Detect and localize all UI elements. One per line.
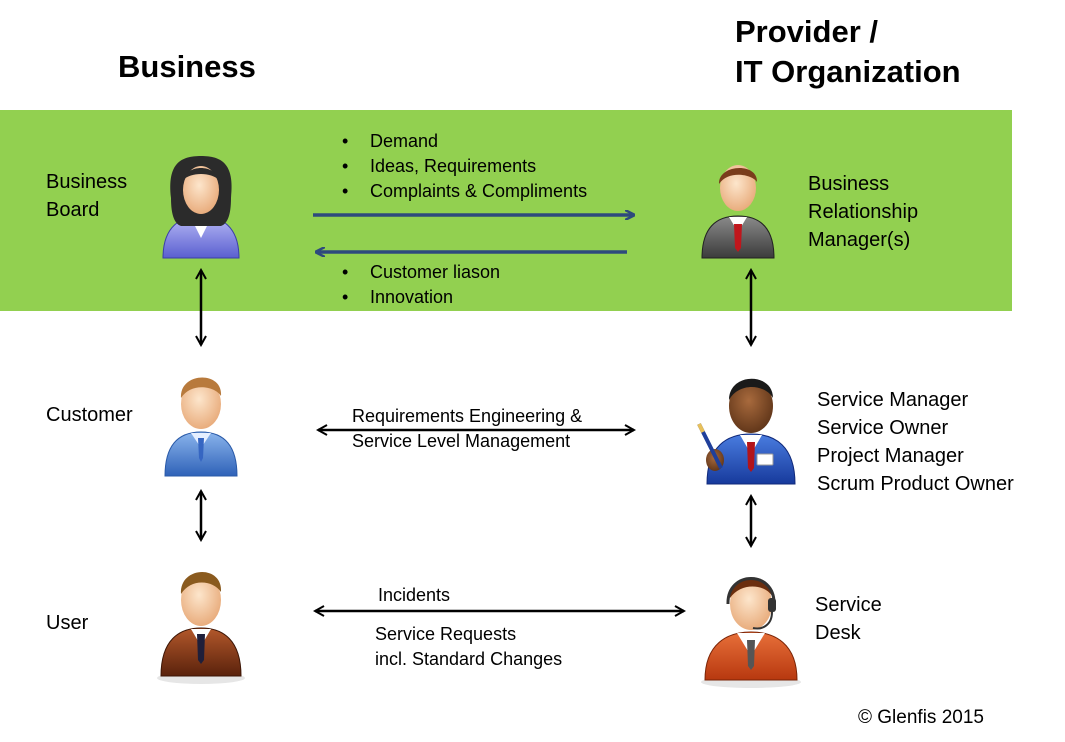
to-provider-list: Demand Ideas, Requirements Complaints & … [340, 129, 587, 204]
provider-header: Provider / IT Organization [735, 12, 961, 92]
flow-item-innovation: Innovation [340, 285, 500, 310]
service-manager-person-icon [697, 378, 796, 485]
incidents-text: Incidents [378, 585, 451, 605]
label-brm-line-3: Manager(s) [808, 229, 911, 251]
label-business-board: Business Board [46, 168, 127, 224]
label-service-desk-line-2: Desk [815, 622, 861, 644]
customer-flow-text: Requirements Engineering & Service Level… [352, 404, 582, 454]
label-brm-line-1: Business [808, 173, 890, 195]
service-requests-line-2: incl. Standard Changes [375, 649, 563, 669]
label-customer: Customer [46, 404, 133, 426]
service-requests-text: Service Requests incl. Standard Changes [375, 622, 562, 672]
customer-flow-line-1: Requirements Engineering & [352, 406, 583, 426]
service-desk-headset-icon [701, 577, 801, 688]
to-business-list: Customer liason Innovation [340, 260, 500, 310]
label-business-board-line-1: Business [46, 171, 128, 193]
flow-item-ideas: Ideas, Requirements [340, 154, 587, 179]
label-service-desk: Service Desk [815, 591, 882, 647]
provider-header-line-1: Provider / [735, 14, 878, 49]
flow-item-complaints: Complaints & Compliments [340, 179, 587, 204]
label-scrum-po-line: Scrum Product Owner [817, 473, 1014, 495]
provider-header-line-2: IT Organization [735, 54, 961, 89]
businesswoman-icon [162, 156, 240, 259]
business-header: Business [118, 49, 256, 84]
user-person-icon [157, 571, 245, 684]
label-project-manager-line: Project Manager [817, 445, 964, 467]
service-requests-line-1: Service Requests [375, 624, 517, 644]
label-business-board-line-2: Board [46, 199, 100, 221]
label-brm-line-2: Relationship [808, 201, 919, 223]
label-user: User [46, 612, 89, 634]
businessman-suit-icon [701, 165, 775, 259]
customer-flow-line-2: Service Level Management [352, 431, 571, 451]
label-service-manager-line-1: Service Manager [817, 389, 969, 411]
copyright: © Glenfis 2015 [858, 707, 984, 728]
label-brm: Business Relationship Manager(s) [808, 170, 918, 254]
label-service-owner-line: Service Owner [817, 417, 949, 439]
flow-item-demand: Demand [340, 129, 587, 154]
label-service-manager: Service Manager Service Owner Project Ma… [817, 386, 1014, 498]
customer-person-icon [164, 377, 238, 477]
flow-item-customer-liason: Customer liason [340, 260, 500, 285]
label-service-desk-line-1: Service [815, 594, 882, 616]
